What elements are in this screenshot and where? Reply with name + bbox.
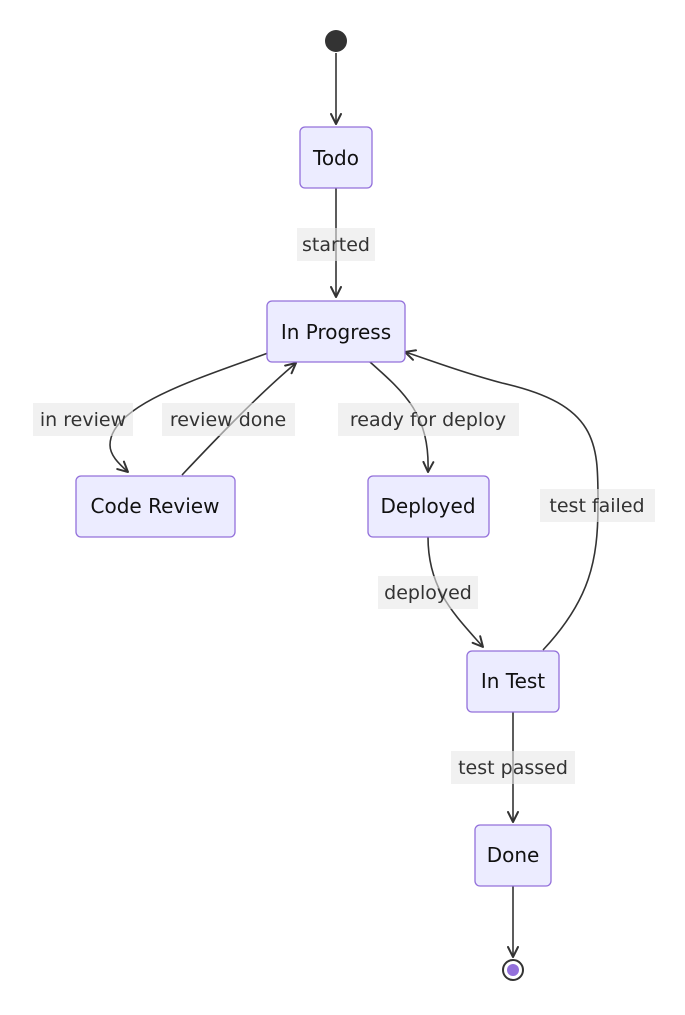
state-node-in-progress: In Progress [266, 300, 406, 363]
edge-label-test-failed: test failed [540, 489, 655, 522]
edge-label-ready-for-deploy: ready for deploy [338, 403, 519, 436]
start-state-dot [325, 30, 347, 52]
state-label-in-progress: In Progress [281, 320, 391, 344]
state-label-done: Done [487, 843, 540, 867]
state-label-in-test: In Test [481, 669, 545, 693]
edge-label-deployed: deployed [378, 576, 478, 609]
edge-label-review-done-text: review done [170, 409, 286, 431]
edge-label-started: started [297, 228, 375, 261]
state-node-code-review: Code Review [75, 475, 236, 538]
edge-label-in-review: in review [33, 403, 133, 436]
edge-label-in-review-text: in review [40, 409, 126, 431]
edge-in-test-to-in-progress [404, 349, 599, 651]
edge-label-test-passed: test passed [451, 751, 575, 784]
state-label-deployed: Deployed [380, 494, 475, 518]
state-node-done: Done [474, 824, 552, 887]
edge-label-ready-for-deploy-text: ready for deploy [350, 409, 506, 431]
state-label-code-review: Code Review [91, 494, 220, 518]
edge-label-deployed-text: deployed [384, 582, 472, 604]
state-node-in-test: In Test [466, 650, 560, 713]
edge-label-test-failed-text: test failed [549, 495, 644, 517]
end-state-marker [502, 959, 524, 981]
state-label-todo: Todo [312, 146, 359, 170]
edge-label-review-done: review done [162, 403, 295, 436]
edge-label-started-text: started [302, 234, 370, 256]
edge-label-test-passed-text: test passed [458, 757, 568, 779]
state-node-todo: Todo [299, 126, 373, 189]
state-node-deployed: Deployed [367, 475, 490, 538]
